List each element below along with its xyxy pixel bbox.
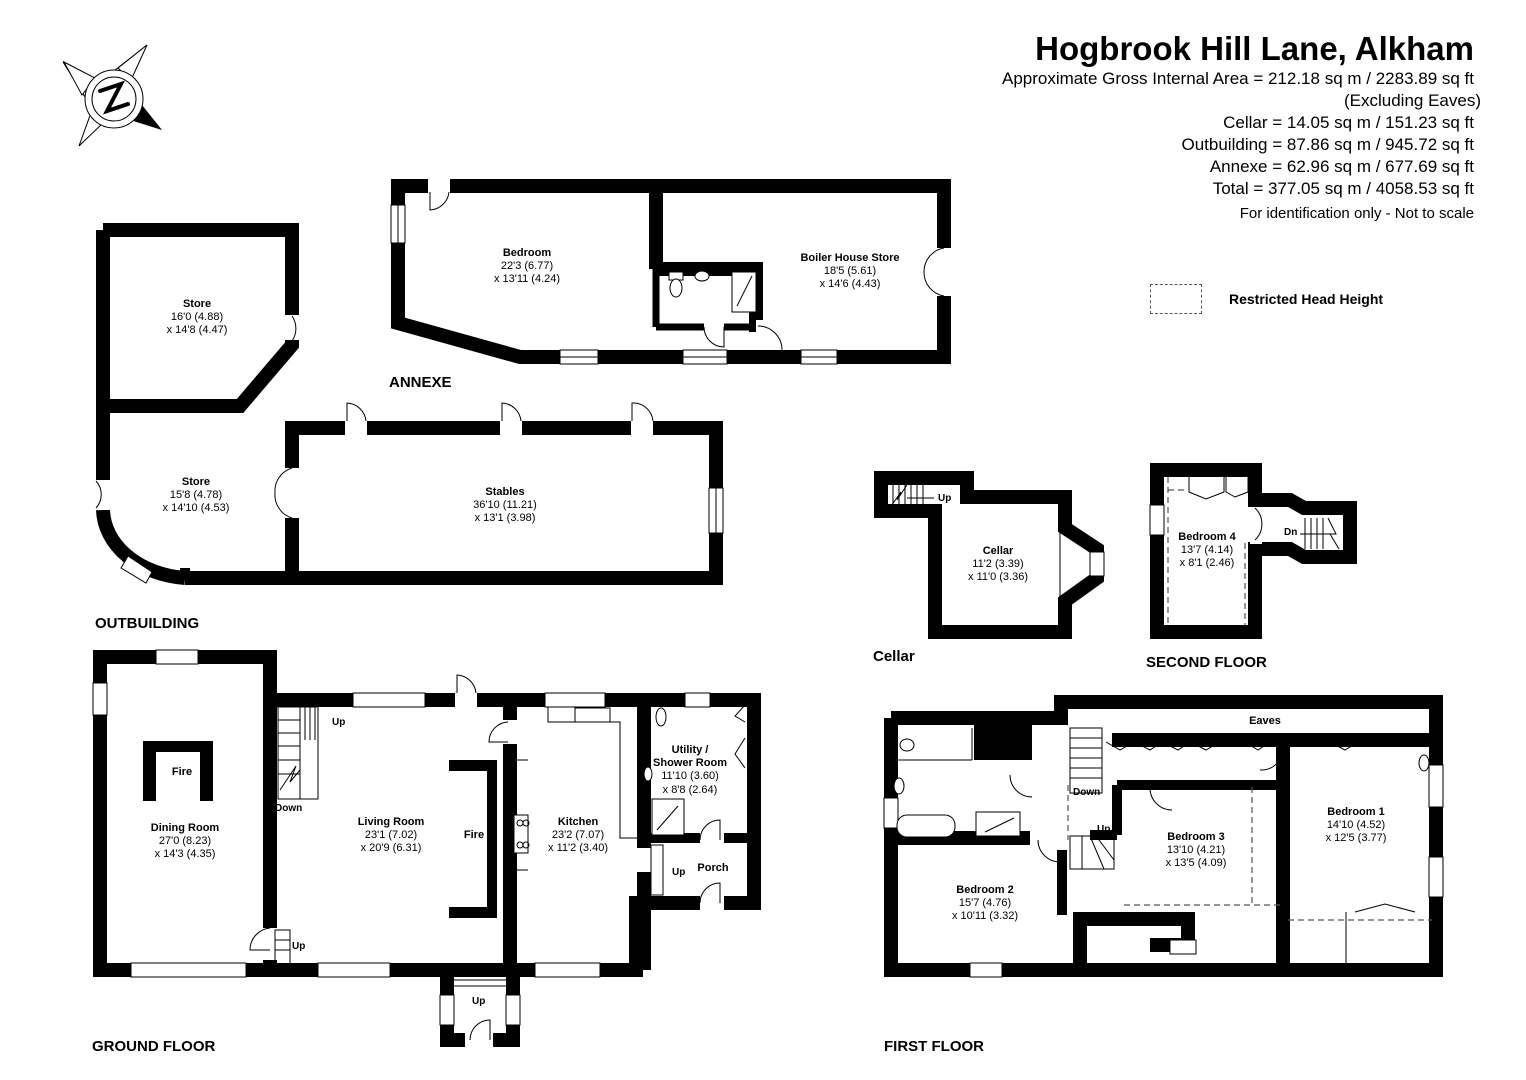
- room-bedroom-1: Bedroom 1 14'10 (4.52) x 12'5 (3.77): [1325, 806, 1387, 845]
- floor-title-cellar: Cellar: [873, 648, 915, 665]
- stair-down-label-first: Down: [1073, 787, 1101, 798]
- room-store-lower: Store 15'8 (4.78) x 14'10 (4.53): [162, 476, 230, 515]
- property-title: Hogbrook Hill Lane, Alkham: [1035, 30, 1474, 67]
- room-store-upper: Store 16'0 (4.88) x 14'8 (4.47): [166, 298, 228, 337]
- second-floor-plan: [1149, 463, 1357, 639]
- room-porch: Porch: [697, 862, 729, 874]
- room-living-room: Living Room 23'1 (7.02) x 20'9 (6.31): [357, 816, 425, 855]
- step-up-label-porch: Up: [672, 867, 686, 878]
- eaves-label: Eaves: [1249, 715, 1281, 727]
- room-kitchen: Kitchen 23'2 (7.07) x 11'2 (3.40): [548, 816, 608, 855]
- floor-title-ground-floor: GROUND FLOOR: [92, 1038, 216, 1055]
- floor-title-outbuilding: OUTBUILDING: [95, 615, 200, 632]
- outbuilding-area: Outbuilding = 87.86 sq m / 945.72 sq ft: [1181, 135, 1475, 154]
- cellar-area: Cellar = 14.05 sq m / 151.23 sq ft: [1223, 113, 1474, 132]
- gross-internal-area: Approximate Gross Internal Area = 212.18…: [1001, 69, 1474, 88]
- legend-label: Restricted Head Height: [1229, 291, 1384, 307]
- room-bedroom-3: Bedroom 3 13'10 (4.21) x 13'5 (4.09): [1165, 831, 1227, 870]
- title-block: Hogbrook Hill Lane, Alkham Approximate G…: [1001, 30, 1481, 222]
- stair-up-label-first: Up: [1097, 824, 1111, 835]
- ground-floor-plan: [92, 649, 761, 1048]
- restricted-head-height-icon: [1150, 284, 1202, 314]
- room-cellar: Cellar 11'2 (3.39) x 11'0 (3.36): [968, 545, 1028, 584]
- first-floor-plan: [883, 695, 1444, 978]
- total-area: Total = 377.05 sq m / 4058.53 sq ft: [1212, 179, 1474, 198]
- stair-up-label: Up: [938, 493, 952, 504]
- step-up-label-dining: Up: [292, 941, 306, 952]
- cellar-plan: [874, 471, 1105, 639]
- room-bedroom-4: Bedroom 4 13'7 (4.14) x 8'1 (2.46): [1178, 531, 1236, 570]
- excluding-eaves-note: (Excluding Eaves): [1343, 91, 1481, 110]
- stair-down-label: Dn: [1284, 527, 1298, 538]
- floor-title-second-floor: SECOND FLOOR: [1146, 654, 1267, 671]
- room-dining-room: Dining Room 27'0 (8.23) x 14'3 (4.35): [150, 822, 220, 861]
- room-stables: Stables 36'10 (11.21) x 13'1 (3.98): [473, 486, 537, 525]
- floor-title-first-floor: FIRST FLOOR: [884, 1038, 984, 1055]
- stair-up-label-living: Up: [332, 717, 346, 728]
- fire-label-dining: Fire: [171, 766, 193, 778]
- floor-title-annexe: ANNEXE: [389, 374, 452, 391]
- room-bedroom-2: Bedroom 2 15'7 (4.76) x 10'11 (3.32): [951, 884, 1019, 923]
- fire-label-living: Fire: [463, 829, 485, 841]
- north-compass-icon: [62, 44, 162, 147]
- room-annexe-bedroom: Bedroom 22'3 (6.77) x 13'11 (4.24): [493, 247, 561, 286]
- legend: Restricted Head Height: [1150, 284, 1383, 314]
- annexe-area: Annexe = 62.96 sq m / 677.69 sq ft: [1209, 157, 1474, 176]
- stair-down-label-living: Down: [275, 803, 303, 814]
- outbuilding-plan: [95, 223, 724, 585]
- annexe-plan: [390, 178, 952, 365]
- room-boiler-house-store: Boiler House Store 18'5 (5.61) x 14'6 (4…: [800, 252, 900, 291]
- disclaimer: For identification only - Not to scale: [1239, 205, 1474, 222]
- room-utility-shower-room: Utility / Shower Room 11'10 (3.60) x 8'8…: [653, 744, 727, 796]
- step-up-label-entrance: Up: [472, 996, 486, 1007]
